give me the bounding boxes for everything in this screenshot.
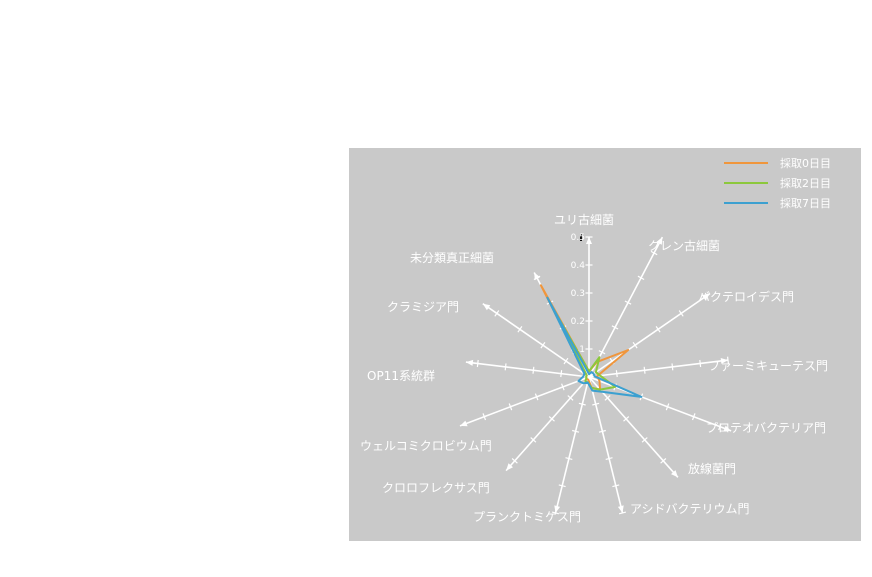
axis-label-5: プロテオバクテリア門 bbox=[706, 421, 826, 435]
axis-tick-mark bbox=[572, 429, 580, 433]
axis-tick-mark bbox=[561, 383, 565, 391]
axis-tick-mark bbox=[655, 326, 661, 333]
axis-tick-mark bbox=[605, 457, 613, 460]
axis-tick-mark bbox=[615, 370, 618, 378]
axis-tick-mark bbox=[604, 395, 611, 401]
axis-arrow-head bbox=[460, 420, 468, 427]
radar-axis-4 bbox=[588, 359, 729, 378]
axis-tick-mark bbox=[611, 325, 619, 330]
legend-label-3: 採取7日目 bbox=[780, 196, 831, 210]
radar-axis-10 bbox=[459, 376, 590, 427]
axis-label-7: アシドバクテリウム門 bbox=[630, 502, 750, 516]
axis-tick-mark bbox=[548, 416, 555, 422]
axis-label-11: OP11系統群 bbox=[367, 369, 435, 383]
axis-tick-mark bbox=[727, 356, 729, 364]
axis-tick-mark bbox=[534, 393, 539, 401]
axis-tick-mark bbox=[643, 366, 646, 374]
axis-arrow-head bbox=[554, 505, 561, 513]
axis-tick-mark bbox=[699, 359, 702, 368]
axis-tick-mark bbox=[476, 359, 479, 368]
radar-axis-7 bbox=[588, 376, 624, 514]
axis-tick-mark bbox=[494, 310, 500, 317]
axis-tick-mark bbox=[567, 395, 574, 401]
axis-tick-mark bbox=[517, 326, 523, 333]
axis-arrow-head bbox=[586, 237, 592, 244]
axis-arrow-head bbox=[506, 463, 513, 471]
axis-marker bbox=[580, 234, 582, 241]
axis-label-2: クレン古細菌 bbox=[648, 238, 720, 253]
axis-tick-mark bbox=[560, 370, 563, 378]
axis-label-9: クロロフレクサス門 bbox=[382, 481, 490, 495]
axis-tick-mark bbox=[641, 437, 648, 443]
tick-labels-layer: 0.10.20.30.40.5 bbox=[571, 233, 586, 355]
axis-arrow-head bbox=[671, 470, 678, 478]
radar-axis-3 bbox=[588, 292, 711, 378]
axis-tick-mark bbox=[678, 310, 684, 317]
axis-arrow-head bbox=[534, 272, 541, 281]
axis-label-8: プランクトミケス門 bbox=[473, 510, 581, 524]
axis-tick-mark bbox=[612, 484, 620, 488]
axis-tick-mark bbox=[718, 423, 722, 431]
legend-label-2: 採取2日目 bbox=[780, 176, 831, 190]
axis-tick-mark bbox=[532, 366, 535, 374]
tick-label: 0.2 bbox=[571, 317, 585, 327]
axis-arrow-head bbox=[723, 425, 732, 432]
axis-tick-mark bbox=[578, 402, 586, 406]
legend-label-1: 採取0日目 bbox=[780, 156, 831, 170]
axis-label-6: 放線菌門 bbox=[688, 461, 736, 476]
axis-tick-mark bbox=[671, 363, 674, 371]
radar-axis-12 bbox=[482, 303, 590, 378]
axis-tick-mark bbox=[598, 350, 606, 355]
axis-tick-mark bbox=[530, 437, 537, 443]
axis-tick-mark bbox=[624, 300, 632, 305]
axis-tick-mark bbox=[563, 357, 569, 365]
axis-tick-mark bbox=[592, 402, 600, 406]
axis-tick-mark bbox=[691, 413, 696, 421]
axis-tick-mark bbox=[508, 403, 513, 411]
axis-tick-mark bbox=[504, 363, 507, 371]
axis-tick-mark bbox=[551, 511, 560, 515]
axis-label-4: ファーミキューテス門 bbox=[708, 359, 828, 373]
axis-arrow-head bbox=[465, 359, 474, 366]
axis-arrow-head bbox=[702, 293, 710, 300]
axis-tick-mark bbox=[701, 294, 707, 301]
axis-label-1: ユリ古細菌 bbox=[554, 212, 614, 227]
axes-layer bbox=[459, 234, 732, 515]
axis-tick-mark bbox=[623, 416, 630, 422]
axis-label-13: 未分類真正細菌 bbox=[410, 251, 494, 265]
tick-label: 0.4 bbox=[571, 261, 586, 271]
axis-labels-layer: ユリ古細菌クレン古細菌バクテロイデス門ファーミキューテス門プロテオバクテリア門放… bbox=[360, 212, 828, 524]
axis-tick-mark bbox=[632, 341, 638, 349]
series-line-3 bbox=[546, 296, 643, 398]
axis-arrow-head bbox=[720, 358, 728, 364]
axis-tick-mark bbox=[482, 413, 487, 421]
tick-label: 0.5 bbox=[571, 233, 585, 243]
axis-tick-mark bbox=[540, 341, 546, 349]
axis-tick-mark bbox=[565, 457, 573, 460]
tick-label: 0.3 bbox=[571, 289, 585, 299]
axis-tick-mark bbox=[660, 458, 667, 464]
axis-arrow-head bbox=[656, 237, 663, 245]
axis-label-3: バクテロイデス門 bbox=[698, 289, 794, 304]
axis-tick-mark bbox=[650, 250, 658, 256]
axis-tick-mark bbox=[637, 275, 645, 281]
series-layer bbox=[539, 284, 643, 398]
radar-chart: 0.10.20.30.40.5 ユリ古細菌クレン古細菌バクテロイデス門ファーミキ… bbox=[360, 156, 831, 524]
axis-tick-mark bbox=[598, 429, 606, 433]
radar-axis-9 bbox=[505, 376, 590, 472]
axis-tick-mark bbox=[618, 511, 627, 515]
axis-arrow-head bbox=[482, 303, 491, 311]
radar-axis-2 bbox=[588, 236, 664, 378]
axis-tick-mark bbox=[558, 484, 566, 488]
radar-axis-8 bbox=[554, 376, 590, 514]
axis-tick-mark bbox=[511, 458, 518, 464]
radar-axis-11 bbox=[465, 361, 590, 378]
axis-label-10: ウェルコミクロビウム門 bbox=[360, 439, 492, 453]
axis-arrow-head bbox=[617, 505, 624, 513]
axis-tick-mark bbox=[665, 403, 670, 411]
axis-label-12: クラミジア門 bbox=[387, 300, 459, 314]
